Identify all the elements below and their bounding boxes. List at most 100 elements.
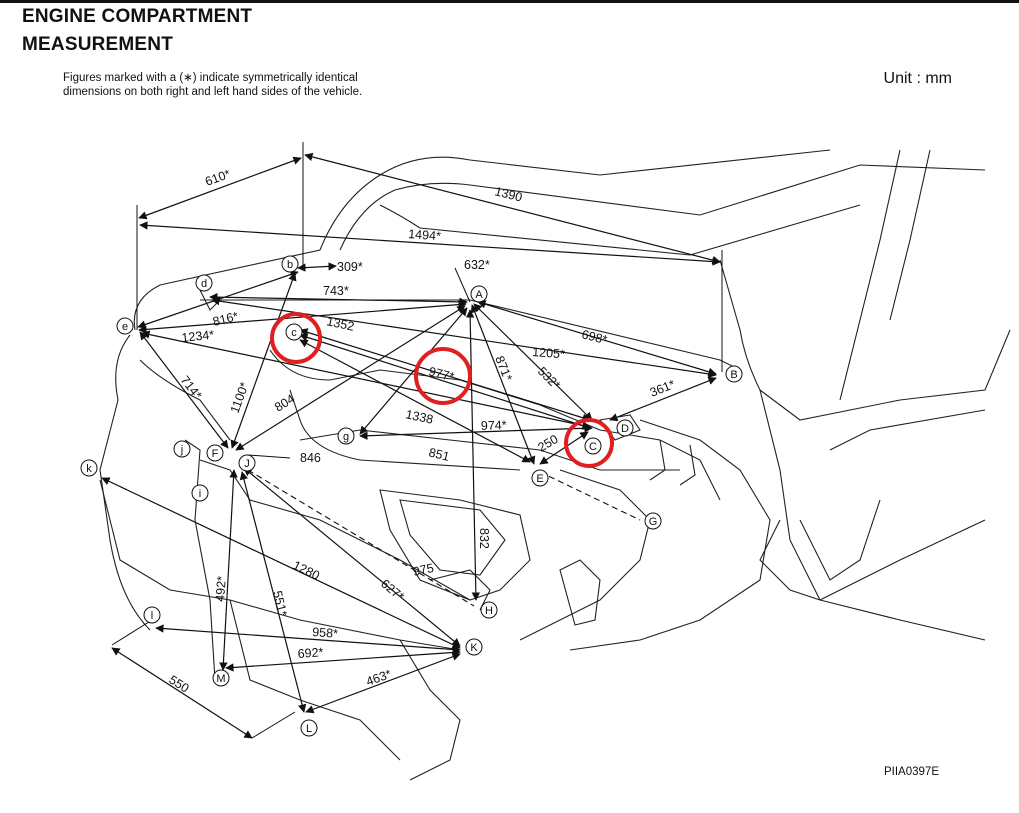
svg-text:J: J bbox=[244, 458, 250, 470]
svg-text:g: g bbox=[343, 431, 349, 443]
dim-line-309 bbox=[297, 262, 337, 272]
point-e: e bbox=[116, 317, 134, 335]
dim-692: 692* bbox=[297, 645, 324, 661]
dimension-leaders bbox=[111, 258, 471, 739]
svg-text:b: b bbox=[287, 259, 293, 271]
dim-1280: 1280 bbox=[291, 558, 322, 583]
dim-line-610 bbox=[138, 156, 302, 220]
svg-text:C: C bbox=[589, 441, 597, 453]
svg-text:F: F bbox=[212, 448, 219, 460]
highlight-circle-c bbox=[270, 312, 322, 364]
dim-632: 632* bbox=[464, 258, 490, 272]
dim-line-551 bbox=[239, 471, 307, 713]
dim-line-361 bbox=[609, 376, 717, 422]
dim-line-871 bbox=[470, 304, 536, 465]
svg-text:A: A bbox=[475, 289, 483, 301]
svg-text:k: k bbox=[86, 463, 92, 475]
point-d: d bbox=[195, 274, 213, 292]
dim-line-692 bbox=[225, 648, 461, 672]
measurement-points: b d e c A B C D g E G F J i j k H K l M … bbox=[80, 255, 743, 737]
figure-code: PIIA0397E bbox=[884, 766, 939, 778]
point-j: j bbox=[173, 440, 191, 458]
point-K: K bbox=[465, 638, 483, 656]
dim-line-1234 bbox=[138, 300, 467, 334]
dim-line-714 bbox=[139, 331, 229, 449]
dim-804: 804 bbox=[272, 392, 297, 415]
dim-1100: 1100* bbox=[228, 380, 252, 415]
dim-line-ag bbox=[359, 307, 468, 435]
point-E: E bbox=[531, 469, 549, 487]
dim-974: 974* bbox=[481, 418, 507, 433]
dim-line-1494 bbox=[139, 221, 721, 266]
point-L: L bbox=[300, 719, 318, 737]
dim-line-250 bbox=[539, 431, 589, 465]
dim-1234: 1234* bbox=[181, 328, 215, 345]
dim-871: 871* bbox=[492, 354, 515, 383]
svg-text:e: e bbox=[122, 321, 128, 333]
dashed-lines bbox=[247, 469, 641, 607]
page-title: ENGINE COMPARTMENT bbox=[22, 6, 253, 27]
svg-text:c: c bbox=[291, 327, 297, 339]
dim-975: 975 bbox=[412, 561, 435, 579]
dim-846: 846 bbox=[300, 451, 321, 465]
point-C: C bbox=[584, 437, 602, 455]
dim-743: 743* bbox=[323, 284, 349, 298]
dim-line-832 bbox=[465, 309, 481, 601]
dim-1494: 1494* bbox=[408, 227, 442, 243]
point-k: k bbox=[80, 459, 98, 477]
vehicle-outline bbox=[99, 149, 1011, 781]
dim-line-974 bbox=[359, 424, 593, 440]
dim-1338: 1338 bbox=[404, 407, 434, 426]
svg-text:K: K bbox=[470, 642, 478, 654]
point-c: c bbox=[285, 323, 303, 341]
dim-line-958 bbox=[155, 624, 461, 654]
dim-492: 492* bbox=[213, 575, 229, 602]
dim-551: 551* bbox=[270, 589, 290, 617]
dim-361: 361* bbox=[648, 377, 677, 400]
note-line-1: Figures marked with a (∗) indicate symme… bbox=[63, 72, 358, 84]
point-M: M bbox=[212, 669, 230, 687]
svg-text:B: B bbox=[730, 369, 737, 381]
svg-text:E: E bbox=[536, 473, 543, 485]
dim-958: 958* bbox=[312, 625, 339, 641]
dim-851: 851 bbox=[427, 445, 451, 464]
dim-627: 627* bbox=[378, 577, 407, 604]
point-l: l bbox=[143, 606, 161, 624]
point-H: H bbox=[480, 601, 498, 619]
dimension-lines bbox=[101, 152, 721, 739]
point-D: D bbox=[616, 419, 634, 437]
point-F: F bbox=[206, 444, 224, 462]
dim-1352: 1352 bbox=[325, 314, 355, 333]
point-b: b bbox=[281, 255, 299, 273]
svg-text:G: G bbox=[649, 516, 658, 528]
dim-977: 977* bbox=[427, 364, 455, 384]
svg-text:H: H bbox=[485, 605, 493, 617]
dim-832: 832 bbox=[477, 528, 491, 549]
dim-line-463 bbox=[305, 652, 461, 714]
unit-label: Unit : mm bbox=[883, 70, 952, 87]
highlight-circle-C bbox=[564, 418, 614, 468]
svg-text:M: M bbox=[216, 673, 225, 685]
point-G: G bbox=[644, 512, 662, 530]
note-line-2: dimensions on both right and left hand s… bbox=[63, 86, 363, 98]
point-J: J bbox=[238, 454, 256, 472]
dim-1390: 1390 bbox=[493, 184, 523, 204]
dim-698: 698* bbox=[580, 327, 608, 347]
dim-816: 816* bbox=[211, 309, 239, 329]
point-i: i bbox=[191, 484, 209, 502]
svg-text:i: i bbox=[199, 488, 201, 500]
highlight-circle-977 bbox=[414, 347, 472, 405]
point-B: B bbox=[725, 365, 743, 383]
point-g: g bbox=[337, 427, 355, 445]
svg-text:l: l bbox=[151, 610, 153, 622]
dim-line-550 bbox=[111, 647, 253, 739]
dim-1205: 1205* bbox=[532, 345, 566, 361]
svg-text:D: D bbox=[621, 423, 629, 435]
dim-line-627 bbox=[243, 467, 461, 647]
svg-text:j: j bbox=[180, 444, 183, 456]
dim-463: 463* bbox=[364, 667, 393, 689]
highlight-circles bbox=[270, 312, 614, 468]
dim-550: 550 bbox=[166, 673, 191, 696]
dim-309: 309* bbox=[337, 260, 363, 274]
